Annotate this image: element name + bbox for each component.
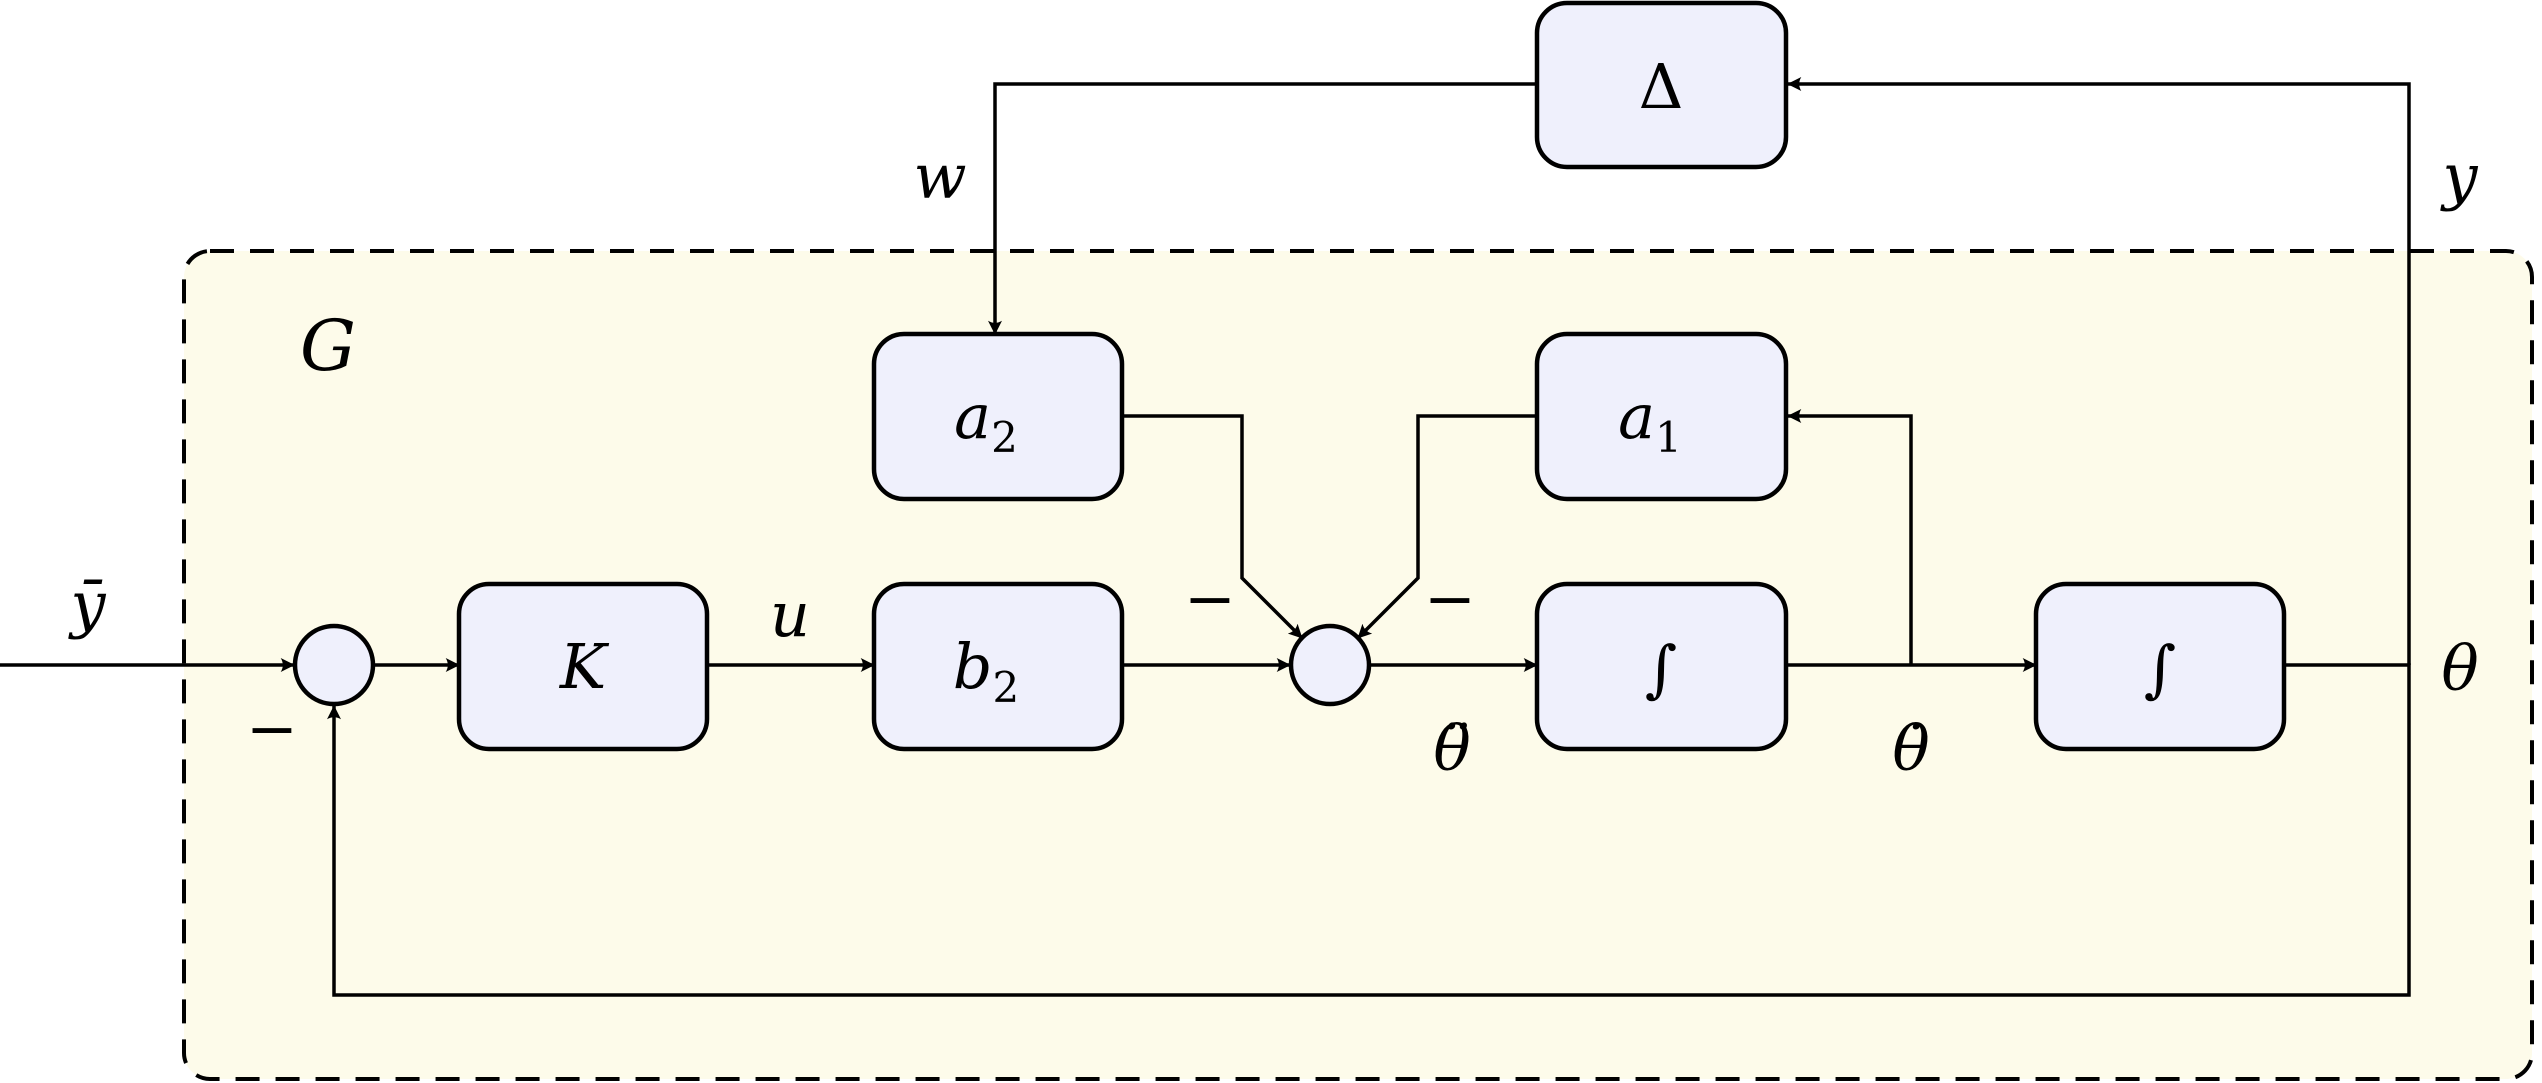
- a2-label: a2: [954, 380, 1018, 462]
- k-label: K: [559, 630, 610, 703]
- integrator-2-label: ∫: [2144, 632, 2176, 705]
- integrator-2-block[interactable]: ∫: [2033, 581, 2287, 752]
- wire-a1-to-sum2: [1356, 414, 1537, 640]
- a2-block[interactable]: a2: [871, 331, 1125, 502]
- wire-y-to-delta: [1787, 77, 2411, 665]
- signal-theta-ddot: θ̈: [1433, 712, 1470, 785]
- signal-y: y: [2439, 140, 2478, 213]
- integrator-1-block[interactable]: ∫: [1534, 581, 1789, 752]
- signal-u: u: [770, 578, 810, 651]
- sum-junction-2[interactable]: [1288, 623, 1372, 707]
- signal-theta: θ: [2441, 632, 2478, 705]
- a1-block[interactable]: a1: [1534, 331, 1789, 502]
- k-block[interactable]: K: [456, 581, 710, 752]
- group-label: G: [300, 305, 356, 387]
- wire-a2-to-sum2: [1122, 414, 1304, 640]
- delta-block[interactable]: Δ: [1534, 0, 1789, 170]
- sign-sum2-a1: −: [1424, 562, 1476, 635]
- wire-w-to-a2: [988, 82, 1537, 335]
- wire-theta-feedback: [327, 663, 2411, 997]
- a1-label: a1: [1618, 380, 1682, 462]
- signal-w: w: [913, 140, 966, 213]
- signal-theta-dot: θ̇: [1892, 712, 1929, 785]
- wire-theta-dot-to-a1: [1787, 409, 1913, 665]
- sum-junction-1[interactable]: [292, 623, 376, 707]
- signal-ybar: ȳ: [67, 568, 106, 641]
- sign-sum2-a2: −: [1184, 562, 1236, 635]
- delta-label: Δ: [1639, 50, 1684, 123]
- integrator-1-label: ∫: [1645, 632, 1677, 705]
- sign-sum1-feedback: −: [246, 692, 298, 765]
- b2-block[interactable]: b2: [871, 581, 1125, 752]
- b2-label: b2: [953, 630, 1019, 712]
